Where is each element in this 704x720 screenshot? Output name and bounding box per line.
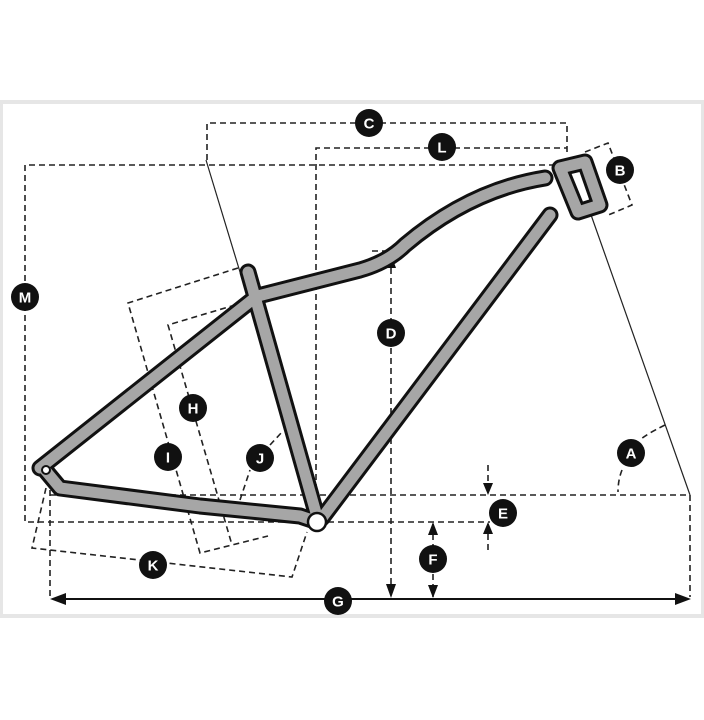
- label-j-text: J: [256, 451, 264, 468]
- dim-a-line: [617, 424, 666, 493]
- label-c-text: C: [364, 116, 375, 133]
- dim-e-arrow-up: [483, 522, 493, 534]
- label-k: K: [139, 551, 167, 579]
- dim-g-arrow-right: [675, 593, 691, 605]
- label-g-text: G: [332, 594, 344, 611]
- label-i-text: I: [166, 450, 170, 467]
- label-g: G: [324, 587, 352, 615]
- label-j: J: [246, 444, 274, 472]
- label-b: B: [606, 156, 634, 184]
- dim-c-line: [206, 122, 568, 160]
- dim-j-line: [239, 431, 283, 501]
- label-e-text: E: [498, 506, 508, 523]
- bike-frame: [31, 153, 609, 533]
- label-k-text: K: [148, 558, 159, 575]
- dim-i-box: [167, 301, 246, 546]
- dropout: [41, 465, 51, 475]
- label-l-text: L: [437, 140, 446, 157]
- dim-f-arrow-up: [428, 522, 438, 535]
- dim-l-line: [315, 147, 567, 520]
- label-d: D: [377, 319, 405, 347]
- label-m-text: M: [19, 290, 32, 307]
- dimension-lines: [24, 122, 691, 605]
- dim-h-box: [127, 267, 269, 554]
- label-b-text: B: [615, 163, 626, 180]
- dim-e-arrow-down: [483, 483, 493, 495]
- label-h: H: [179, 394, 207, 422]
- label-f: F: [419, 545, 447, 573]
- label-i: I: [154, 443, 182, 471]
- label-a-text: A: [626, 446, 637, 463]
- dim-d-arrow-down: [386, 584, 396, 598]
- label-m: M: [11, 283, 39, 311]
- dim-m-line: [24, 164, 555, 523]
- bottom-bracket: [306, 511, 328, 533]
- label-e: E: [489, 499, 517, 527]
- label-a: A: [617, 439, 645, 467]
- dim-b-box: [584, 141, 634, 217]
- dim-g-verticals: [49, 480, 691, 597]
- seat-tube-axis: [205, 159, 241, 273]
- label-d-text: D: [386, 326, 397, 343]
- label-f-text: F: [428, 552, 437, 569]
- dim-g-arrow-left: [50, 593, 66, 605]
- label-l: L: [428, 133, 456, 161]
- label-c: C: [355, 109, 383, 137]
- dim-f-arrow-down: [428, 585, 438, 598]
- label-h-text: H: [188, 401, 199, 418]
- fork-axis: [589, 211, 691, 496]
